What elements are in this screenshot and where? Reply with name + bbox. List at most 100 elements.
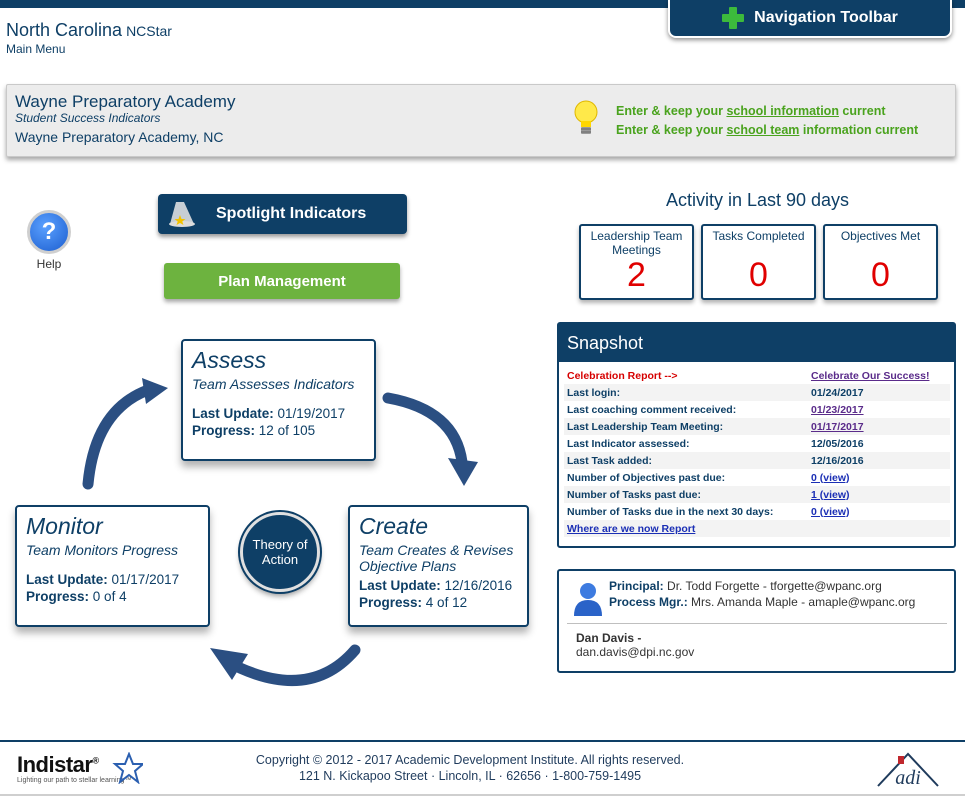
main-menu-link[interactable]: Main Menu — [6, 42, 66, 56]
create-card[interactable]: Create Team Creates & Revises Objective … — [348, 505, 529, 627]
table-row: Where are we now Report — [564, 520, 950, 537]
create-subtitle: Team Creates & Revises Objective Plans — [359, 542, 514, 574]
progress-label: Progress: — [26, 589, 90, 604]
row-label: Last Task added: — [567, 454, 652, 467]
footer-divider — [0, 740, 965, 742]
activity-value: 0 — [749, 256, 768, 294]
school-name: Wayne Preparatory Academy — [15, 92, 236, 111]
indistar-tagline: Lighting our path to stellar learning™ — [17, 777, 132, 784]
copyright: Copyright © 2012 - 2017 Academic Develop… — [230, 752, 710, 784]
row-value: 01/24/2017 — [811, 386, 864, 399]
row-label: Number of Tasks past due: — [567, 488, 701, 501]
address-text: 121 N. Kickapoo Street · Lincoln, IL · 6… — [298, 769, 642, 783]
celebration-report-label: Celebration Report --> — [567, 369, 678, 382]
tasks-due-30-days-link[interactable]: 0 (view) — [811, 505, 850, 518]
monitor-update-value: 01/17/2017 — [111, 572, 180, 587]
table-row: Last Indicator assessed:12/05/2016 — [564, 435, 950, 452]
assess-last-update: Last Update: 01/19/2017 — [192, 406, 365, 421]
activity-label: Objectives Met — [840, 229, 921, 243]
monitor-last-update: Last Update: 01/17/2017 — [26, 572, 199, 587]
plan-management-button[interactable]: Plan Management — [164, 263, 400, 299]
top-bar — [0, 0, 965, 8]
assess-subtitle: Team Assesses Indicators — [192, 376, 355, 392]
table-row: Last Leadership Team Meeting: 01/17/2017 — [564, 418, 950, 435]
create-update-value: 12/16/2016 — [444, 578, 513, 593]
activity-title: Activity in Last 90 days — [665, 190, 850, 210]
row-label: Last coaching comment received: — [567, 403, 737, 416]
create-last-update: Last Update: 12/16/2016 — [359, 578, 518, 593]
row-value: 12/16/2016 — [811, 454, 864, 467]
table-row: Number of Tasks past due: 1 (view) — [564, 486, 950, 503]
school-team-reminder: Enter & keep your school team informatio… — [616, 123, 918, 137]
plus-icon — [722, 7, 745, 29]
celebrate-success-link[interactable]: Celebrate Our Success! — [811, 369, 930, 382]
activity-value: 2 — [627, 256, 646, 294]
row-label: Last Leadership Team Meeting: — [567, 420, 724, 433]
process-manager-value: Mrs. Amanda Maple - amaple@wpanc.org — [691, 595, 916, 609]
activity-label: Tasks Completed — [712, 229, 805, 243]
table-row: Number of Tasks due in the next 30 days:… — [564, 503, 950, 520]
update-label: Last Update: — [192, 406, 274, 421]
reminder-text: Enter & keep your — [616, 123, 727, 137]
monitor-card[interactable]: Monitor Team Monitors Progress Last Upda… — [15, 505, 210, 627]
spotlight-label: Spotlight Indicators — [216, 205, 367, 222]
update-label: Last Update: — [359, 578, 441, 593]
lightbulb-icon — [574, 100, 598, 134]
assess-progress-value: 12 of 105 — [258, 423, 316, 438]
assess-update-value: 01/19/2017 — [277, 406, 346, 421]
coach-name: Dan Davis - — [576, 631, 642, 645]
process-manager-label: Process Mgr.: — [609, 595, 688, 609]
monitor-progress: Progress: 0 of 4 — [26, 589, 199, 604]
navigation-toolbar-button[interactable]: Navigation Toolbar — [668, 0, 952, 38]
process-manager-line: Process Mgr.: Mrs. Amanda Maple - amaple… — [609, 595, 915, 609]
activity-label: Leadership Team Meetings — [590, 229, 683, 257]
update-label: Last Update: — [26, 572, 108, 587]
help[interactable]: ? Help — [25, 210, 73, 271]
school-team-link[interactable]: school team — [726, 123, 800, 137]
snapshot-table: Celebration Report --> Celebrate Our Succ… — [564, 367, 950, 537]
tasks-past-due-link[interactable]: 1 (view) — [811, 488, 850, 501]
row-label: Number of Objectives past due: — [567, 471, 726, 484]
coach-email: dan.davis@dpi.nc.gov — [576, 645, 695, 659]
monitor-progress-value: 0 of 4 — [92, 589, 127, 604]
assess-card[interactable]: Assess Team Assesses Indicators Last Upd… — [181, 339, 376, 461]
adi-logo: adi — [877, 752, 939, 788]
theory-of-action-button[interactable]: Theory of Action — [240, 512, 320, 592]
principal-value: Dr. Todd Forgette - tforgette@wpanc.org — [667, 579, 882, 593]
school-information-link[interactable]: school information — [726, 104, 839, 118]
row-label: Number of Tasks due in the next 30 days: — [567, 505, 774, 518]
assess-progress: Progress: 12 of 105 — [192, 423, 365, 438]
table-row: Last login: 01/24/2017 — [564, 384, 950, 401]
spotlight-icon — [169, 202, 195, 227]
coaching-comment-link[interactable]: 01/23/2017 — [811, 403, 864, 416]
divider — [567, 623, 947, 624]
registered-mark: ® — [92, 755, 99, 766]
create-title: Create — [359, 513, 429, 539]
help-icon[interactable]: ? — [27, 210, 71, 254]
person-icon — [574, 583, 602, 616]
indistar-logo: Indistar® Lighting our path to stellar l… — [17, 752, 143, 784]
row-value: 12/05/2016 — [811, 437, 864, 450]
spotlight-indicators-button[interactable]: Spotlight Indicators — [158, 194, 407, 234]
table-row: Last coaching comment received: 01/23/201… — [564, 401, 950, 418]
where-are-we-now-report-link[interactable]: Where are we now Report — [567, 522, 696, 535]
activity-objectives-met: Objectives Met 0 — [823, 224, 938, 300]
progress-label: Progress: — [359, 595, 423, 610]
leadership-meeting-link[interactable]: 01/17/2017 — [811, 420, 864, 433]
indistar-logo-text: Indistar® — [17, 752, 131, 778]
help-label: Help — [36, 257, 62, 271]
monitor-subtitle: Team Monitors Progress — [26, 542, 178, 558]
activity-value: 0 — [871, 256, 890, 294]
school-subtitle: Student Success Indicators — [15, 111, 161, 125]
state-name: North Carolina — [6, 20, 123, 40]
table-row: Last Task added: 12/16/2016 — [564, 452, 950, 469]
assess-title: Assess — [192, 347, 267, 373]
row-label: Last login: — [567, 386, 621, 399]
school-info-panel: Wayne Preparatory Academy Student Succes… — [6, 84, 956, 157]
theory-label: Theory of Action — [252, 537, 308, 567]
table-row: Number of Objectives past due: 0 (view) — [564, 469, 950, 486]
objectives-past-due-link[interactable]: 0 (view) — [811, 471, 850, 484]
activity-tasks-completed: Tasks Completed 0 — [701, 224, 816, 300]
reminder-text: information current — [799, 123, 919, 137]
